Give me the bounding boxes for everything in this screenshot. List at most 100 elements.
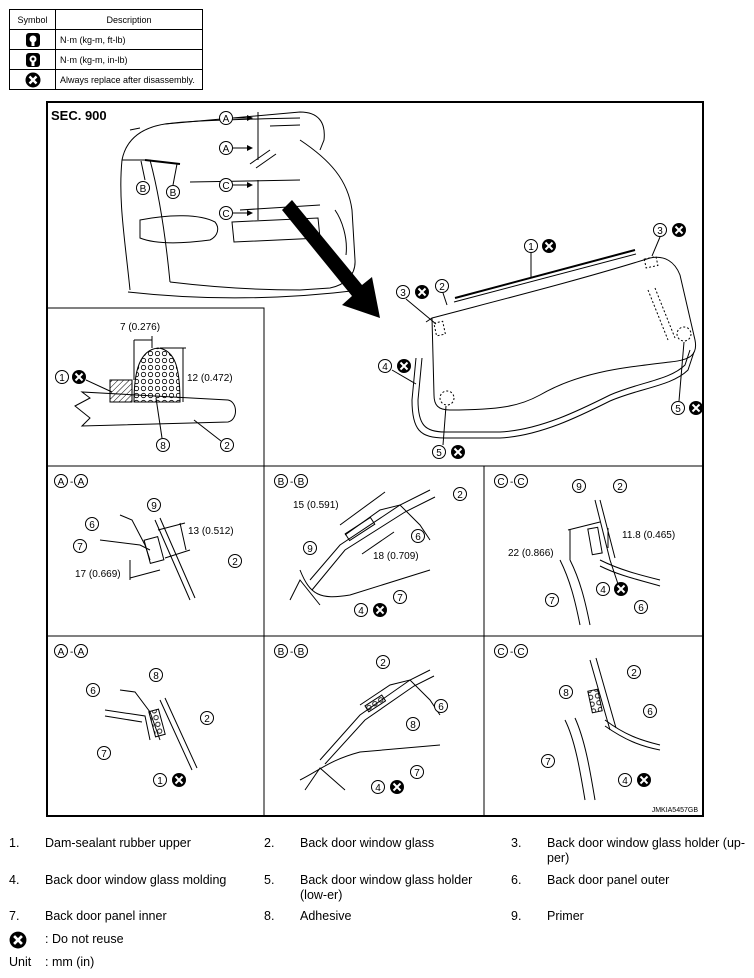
svg-text:B: B <box>140 184 147 195</box>
symbol-legend: Symbol Description N·m (kg-m, ft-lb) N·m… <box>9 9 203 90</box>
section-cc-adhesive <box>564 657 661 801</box>
svg-text:4: 4 <box>600 585 606 596</box>
callout-2-glass: 2 <box>435 279 449 306</box>
svg-text:7: 7 <box>549 596 555 607</box>
marker-b-left: B <box>136 181 150 195</box>
section-cc-primer-labels: 11.8 (0.465) 22 (0.866) 9 2 7 4 6 <box>508 479 675 614</box>
callout-1-detail: 1 <box>55 369 113 393</box>
svg-text:2: 2 <box>631 668 637 679</box>
svg-text:B: B <box>170 188 177 199</box>
marker-b-right: B <box>166 185 180 199</box>
svg-text:8: 8 <box>153 671 159 682</box>
section-title: SEC. 900 <box>51 108 107 123</box>
svg-text:C: C <box>517 477 524 488</box>
svg-text:18 (0.709): 18 (0.709) <box>373 551 419 562</box>
svg-text:22 (0.866): 22 (0.866) <box>508 548 554 559</box>
svg-text:9: 9 <box>151 501 157 512</box>
svg-text:C: C <box>497 477 504 488</box>
section-bb-primer-labels: 15 (0.591) 18 (0.709) 2 6 9 7 4 <box>293 487 467 618</box>
dam-sealant-detail: 7 (0.276) 12 (0.472) 1 8 2 <box>55 322 236 452</box>
svg-text:-: - <box>290 477 293 488</box>
svg-text:A: A <box>58 477 65 488</box>
svg-text:7: 7 <box>414 768 420 779</box>
unit-key: Unit <box>9 955 32 969</box>
svg-text:4: 4 <box>622 776 628 787</box>
svg-text:7: 7 <box>77 542 83 553</box>
unit-value: : mm (in) <box>45 955 95 969</box>
svg-text:A: A <box>223 114 230 125</box>
svg-text:6: 6 <box>638 603 644 614</box>
glass-callouts: 1 3 3 2 4 5 5 <box>378 222 704 460</box>
section-bb-primer <box>289 489 436 606</box>
svg-text:B: B <box>278 647 285 658</box>
back-door-glass-illustration <box>411 249 697 439</box>
callout-5-right: 5 <box>671 341 704 416</box>
header-aa-top: A-A <box>54 474 88 488</box>
svg-text:1: 1 <box>157 776 163 787</box>
svg-text:5: 5 <box>436 448 442 459</box>
reuse-note: : Do not reuse <box>9 931 124 952</box>
marker-c-bottom: C <box>219 206 253 220</box>
diagram-frame <box>46 101 704 817</box>
svg-text:-: - <box>510 477 513 488</box>
svg-text:C: C <box>222 209 229 220</box>
legend-replace-text: Always replace after disassembly. <box>55 69 203 90</box>
svg-text:2: 2 <box>224 441 230 452</box>
svg-text:-: - <box>510 647 513 658</box>
svg-text:6: 6 <box>647 707 653 718</box>
svg-text:A: A <box>78 647 85 658</box>
callout-5-bottom: 5 <box>432 405 466 460</box>
svg-text:11.8 (0.465): 11.8 (0.465) <box>622 530 675 541</box>
panel-grid <box>47 307 703 816</box>
section-aa-adhesive-labels: 6 8 2 7 1 <box>86 668 214 788</box>
callout-3-left: 3 <box>396 284 437 325</box>
svg-text:6: 6 <box>415 532 421 543</box>
svg-text:B: B <box>278 477 285 488</box>
svg-text:-: - <box>290 647 293 658</box>
svg-text:C: C <box>517 647 524 658</box>
svg-text:6: 6 <box>90 686 96 697</box>
diagram-code: JMKIA5457GB <box>652 807 699 814</box>
svg-text:B: B <box>298 647 305 658</box>
svg-text:C: C <box>222 181 229 192</box>
svg-text:7: 7 <box>101 749 107 760</box>
svg-text:8: 8 <box>563 688 569 699</box>
svg-text:2: 2 <box>457 490 463 501</box>
svg-text:7: 7 <box>545 757 551 768</box>
header-bb-bottom: B-B <box>274 644 308 658</box>
svg-text:4: 4 <box>358 606 364 617</box>
svg-text:4: 4 <box>375 783 381 794</box>
section-cc-adhesive-labels: 2 8 6 7 4 <box>541 665 657 788</box>
svg-text:13 (0.512): 13 (0.512) <box>188 526 234 537</box>
detail-arrow <box>282 200 380 318</box>
svg-text:15 (0.591): 15 (0.591) <box>293 500 339 511</box>
svg-text:2: 2 <box>204 714 210 725</box>
do-not-reuse-icon <box>9 931 27 949</box>
svg-text:3: 3 <box>657 226 663 237</box>
svg-text:8: 8 <box>410 720 416 731</box>
svg-text:5: 5 <box>675 404 681 415</box>
svg-text:3: 3 <box>400 288 406 299</box>
callout-1-upper: 1 <box>524 238 557 278</box>
section-aa-adhesive <box>104 689 198 771</box>
header-cc-top: C-C <box>494 474 528 488</box>
section-aa-primer <box>99 514 196 601</box>
marker-c-top: C <box>219 178 253 192</box>
svg-text:6: 6 <box>438 702 444 713</box>
svg-text:B: B <box>298 477 305 488</box>
reuse-label: : Do not reuse <box>45 932 124 946</box>
svg-text:8: 8 <box>160 441 166 452</box>
svg-text:9: 9 <box>576 482 582 493</box>
header-cc-bottom: C-C <box>494 644 528 658</box>
marker-a-top: A <box>219 111 253 125</box>
section-cc-primer <box>559 499 661 626</box>
svg-text:2: 2 <box>439 282 445 293</box>
section-bb-adhesive <box>299 669 441 791</box>
svg-text:9: 9 <box>307 544 313 555</box>
vehicle-rear-illustration <box>120 111 361 299</box>
dimension-7mm: 7 (0.276) <box>120 322 160 333</box>
svg-text:1: 1 <box>59 373 65 384</box>
svg-text:2: 2 <box>617 482 623 493</box>
svg-text:C: C <box>497 647 504 658</box>
svg-text:2: 2 <box>232 557 238 568</box>
